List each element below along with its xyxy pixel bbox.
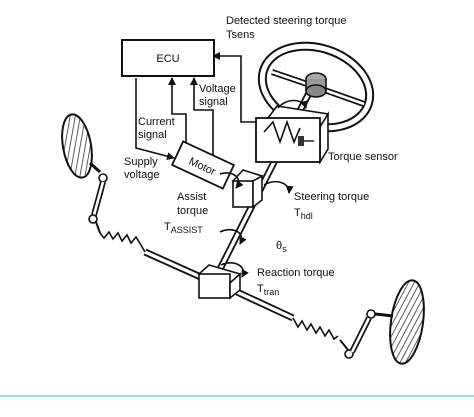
right-wheel bbox=[339, 279, 425, 365]
supply-voltage-label-2: voltage bbox=[124, 169, 159, 181]
signal-lines bbox=[135, 52, 268, 161]
assist-torque-symbol: TASSIST bbox=[164, 221, 203, 235]
detected-torque-arrow bbox=[212, 52, 268, 123]
steering-angle-symbol: θs bbox=[276, 240, 287, 254]
torque-sensor-box bbox=[255, 105, 330, 165]
torque-sensor-label: Torque sensor bbox=[328, 151, 398, 163]
motor: Motor bbox=[170, 140, 236, 190]
steering-torque-symbol: Thdl bbox=[294, 207, 313, 221]
current-signal-label: Current bbox=[138, 116, 175, 128]
rotation-arrows bbox=[219, 99, 308, 278]
supply-voltage-label: Supply bbox=[124, 156, 158, 168]
voltage-signal-arrow bbox=[190, 77, 214, 161]
voltage-signal-label: Voltage bbox=[199, 83, 236, 95]
current-signal-label-2: signal bbox=[138, 129, 167, 141]
rack-pinion-box bbox=[197, 264, 242, 300]
steering-torque-label: Steering torque bbox=[294, 191, 369, 203]
voltage-signal-label-2: signal bbox=[199, 96, 228, 108]
assist-torque-label-2: torque bbox=[177, 205, 208, 217]
left-wheel bbox=[61, 113, 108, 234]
ecu-label: ECU bbox=[156, 53, 179, 65]
detected-torque-label: Detected steering torque bbox=[226, 15, 346, 27]
current-signal-arrow bbox=[168, 77, 187, 152]
ecu-box bbox=[121, 39, 215, 77]
reaction-torque-symbol: Ttran bbox=[257, 283, 279, 297]
assist-torque-label: Assist bbox=[177, 191, 206, 203]
reaction-torque-label: Reaction torque bbox=[257, 267, 335, 279]
detected-torque-symbol: Tsens bbox=[226, 29, 255, 41]
motor-gear-housing bbox=[231, 169, 264, 209]
steering-rack bbox=[99, 230, 339, 341]
supply-voltage-arrow bbox=[135, 78, 175, 161]
